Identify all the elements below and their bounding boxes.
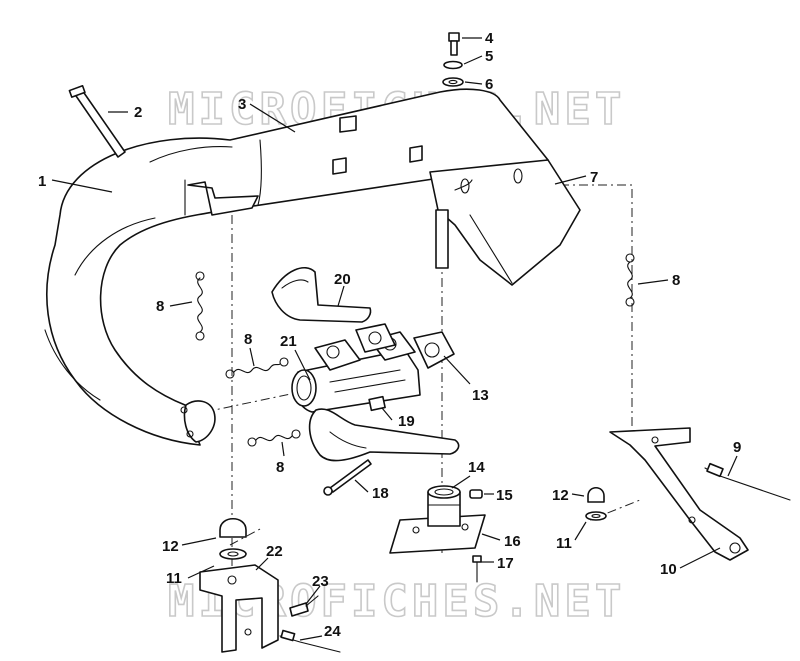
right-bracket — [609, 427, 749, 561]
long-bolt — [323, 459, 372, 496]
rear-mount-bracket — [429, 159, 581, 286]
left-bracket — [199, 564, 279, 653]
spring-middle-lower — [247, 429, 301, 447]
callout-2: 2 — [134, 104, 142, 121]
spring-left-upper — [195, 271, 205, 341]
callout-8-left: 8 — [156, 298, 164, 315]
callout-7: 7 — [590, 169, 598, 186]
screw — [472, 555, 482, 583]
callout-5: 5 — [485, 48, 493, 65]
fitting — [289, 595, 319, 617]
spring-right — [625, 253, 635, 307]
callout-17: 17 — [497, 555, 514, 572]
lower-heat-shield — [308, 408, 460, 462]
callout-6: 6 — [485, 76, 493, 93]
bolt-stack — [442, 32, 464, 87]
callout-24: 24 — [324, 623, 341, 640]
callout-3: 3 — [238, 96, 246, 113]
cable-left — [279, 629, 341, 653]
callout-8-middle-upper: 8 — [244, 331, 252, 348]
upper-heat-shield — [271, 267, 372, 323]
callout-23: 23 — [312, 573, 329, 590]
callout-11-right: 11 — [556, 535, 572, 552]
strap — [68, 84, 126, 158]
callout-13: 13 — [472, 387, 489, 404]
callout-labels: 1 2 3 4 5 6 7 8 8 8 8 9 10 11 11 12 12 1… — [38, 30, 741, 640]
callout-18: 18 — [372, 485, 389, 502]
callout-20: 20 — [334, 271, 351, 288]
callout-11-left: 11 — [166, 570, 182, 587]
callout-16: 16 — [504, 533, 521, 550]
exhaust-pipe — [44, 88, 549, 446]
callout-19: 19 — [398, 413, 415, 430]
spring-middle-upper — [225, 357, 289, 379]
leader-lines — [51, 37, 738, 641]
callout-10: 10 — [660, 561, 677, 578]
grommet-left — [219, 517, 247, 560]
gaskets — [355, 323, 455, 369]
rubber-mount — [389, 485, 486, 554]
cable-right — [704, 462, 791, 501]
callout-9: 9 — [733, 439, 741, 456]
callout-4: 4 — [485, 30, 494, 47]
stud — [368, 395, 386, 412]
callout-14: 14 — [468, 459, 485, 476]
grommet-right — [585, 486, 607, 521]
callout-22: 22 — [266, 543, 283, 560]
exhaust-manifold — [291, 331, 421, 413]
callout-8-right: 8 — [672, 272, 680, 289]
callout-12-right: 12 — [552, 487, 569, 504]
callout-1: 1 — [38, 173, 46, 190]
callout-15: 15 — [496, 487, 513, 504]
callout-12-left: 12 — [162, 538, 179, 555]
callout-21: 21 — [280, 333, 297, 350]
callout-8-middle-lower: 8 — [276, 459, 284, 476]
nut — [469, 489, 483, 499]
